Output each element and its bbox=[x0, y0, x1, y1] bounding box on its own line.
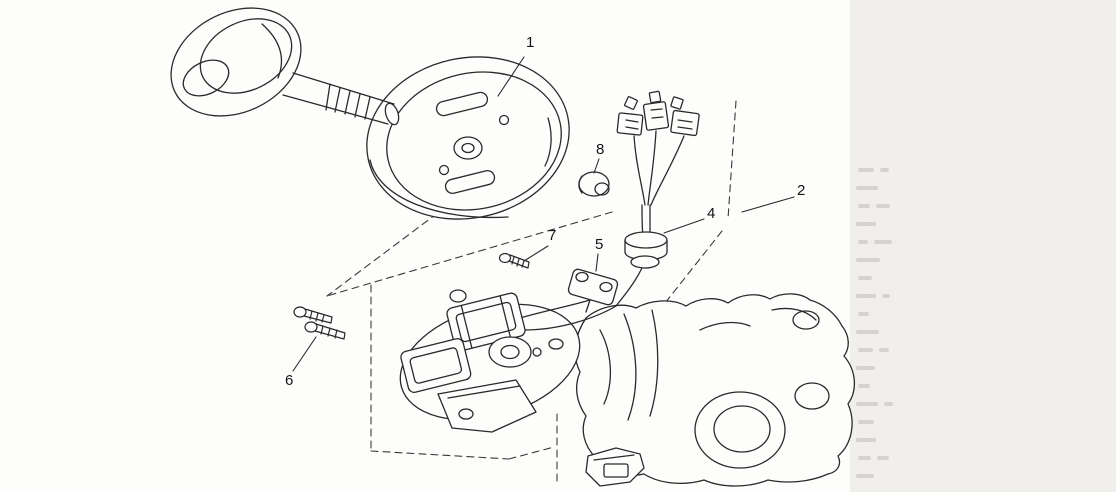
callout-4: 4 bbox=[707, 205, 716, 222]
callout-1: 1 bbox=[526, 34, 535, 51]
screws-6 bbox=[293, 306, 346, 340]
crankshaft bbox=[170, 7, 400, 126]
callout-leader-lines bbox=[292, 56, 795, 372]
assembly-guide-lines bbox=[326, 100, 737, 487]
leader-2 bbox=[741, 196, 795, 213]
pickup-bracket bbox=[437, 379, 537, 433]
callout-2: 2 bbox=[797, 182, 806, 199]
source-coil-unit-5 bbox=[567, 268, 619, 313]
ignition-coil bbox=[446, 292, 526, 352]
bottom-bracket bbox=[585, 447, 645, 487]
page-margin-strip bbox=[850, 0, 1116, 492]
leader-4 bbox=[663, 218, 705, 234]
callout-8: 8 bbox=[596, 141, 605, 158]
harness-grommet-4 bbox=[624, 231, 668, 269]
screw-7 bbox=[498, 252, 530, 269]
callout-6: 6 bbox=[285, 372, 294, 389]
flywheel-rotor-1 bbox=[366, 56, 570, 220]
leader-7 bbox=[523, 245, 549, 262]
stator-hub bbox=[488, 336, 532, 368]
leader-6 bbox=[292, 336, 317, 372]
wire-clamp-8 bbox=[578, 171, 610, 197]
leader-5 bbox=[595, 253, 599, 272]
callout-7: 7 bbox=[548, 227, 557, 244]
callout-5: 5 bbox=[595, 236, 604, 253]
lighting-coil bbox=[400, 338, 472, 394]
stator-plate-assembly bbox=[399, 289, 617, 433]
wiring-harness bbox=[615, 90, 700, 307]
leader-1 bbox=[497, 56, 525, 97]
crankcase-half bbox=[574, 293, 855, 487]
faded-margin-print bbox=[856, 168, 893, 478]
leader-8 bbox=[593, 158, 600, 174]
